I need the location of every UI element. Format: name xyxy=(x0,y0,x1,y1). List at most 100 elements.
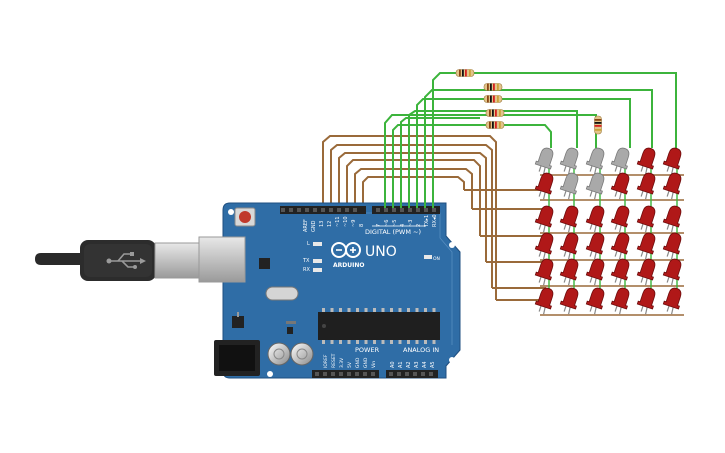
analog-pin-label: A2 xyxy=(406,361,412,368)
resistor[interactable] xyxy=(483,83,503,91)
matrix-led[interactable] xyxy=(661,204,684,234)
header-hole xyxy=(392,208,396,212)
matrix-led[interactable] xyxy=(584,286,607,316)
matrix-led[interactable] xyxy=(609,257,632,287)
matrix-led[interactable] xyxy=(635,171,658,201)
chip-pins xyxy=(322,308,436,344)
analog-pin-label: A0 xyxy=(390,361,396,368)
matrix-led[interactable] xyxy=(661,231,684,261)
matrix-led[interactable] xyxy=(661,171,684,201)
header-hole xyxy=(400,208,404,212)
matrix-led[interactable] xyxy=(609,231,632,261)
brown-wire xyxy=(354,168,473,209)
matrix-led[interactable] xyxy=(558,257,581,287)
digital-pin-label: 8 xyxy=(359,224,365,227)
matrix-led[interactable] xyxy=(584,204,607,234)
matrix-led[interactable] xyxy=(533,204,556,234)
led-matrix[interactable] xyxy=(533,146,684,316)
matrix-led[interactable] xyxy=(558,146,581,176)
resistor[interactable] xyxy=(483,95,503,103)
header-hole xyxy=(289,208,293,212)
matrix-led[interactable] xyxy=(533,146,556,176)
matrix-led[interactable] xyxy=(609,171,632,201)
small-resistor xyxy=(286,321,296,324)
analog-pin-label: A5 xyxy=(430,361,436,368)
tx-led xyxy=(313,259,322,263)
header-hole xyxy=(313,208,317,212)
digital-pin-label: 7 xyxy=(376,224,382,227)
digital-pin-label: ~6 xyxy=(384,220,390,227)
usb-plug-icon[interactable] xyxy=(35,236,246,283)
header-hole xyxy=(345,208,349,212)
usb-chip xyxy=(259,258,270,269)
matrix-led[interactable] xyxy=(558,204,581,234)
resistor[interactable] xyxy=(485,121,505,129)
matrix-led[interactable] xyxy=(558,171,581,201)
digital-pin-label: ~9 xyxy=(351,220,357,227)
resistor[interactable] xyxy=(455,69,475,77)
matrix-led[interactable] xyxy=(533,171,556,201)
matrix-led[interactable] xyxy=(533,257,556,287)
matrix-led[interactable] xyxy=(609,286,632,316)
matrix-led[interactable] xyxy=(533,286,556,316)
power-pin-label: IOREF xyxy=(323,354,329,368)
analog-pin-label: A3 xyxy=(414,361,420,368)
matrix-led[interactable] xyxy=(635,286,658,316)
green-wire xyxy=(400,117,480,208)
matrix-led[interactable] xyxy=(661,286,684,316)
matrix-led[interactable] xyxy=(635,204,658,234)
small-component xyxy=(287,327,293,334)
matrix-led[interactable] xyxy=(584,146,607,176)
capacitor-right xyxy=(290,342,314,366)
matrix-led[interactable] xyxy=(609,146,632,176)
matrix-led[interactable] xyxy=(584,171,607,201)
matrix-led[interactable] xyxy=(635,146,658,176)
digital-pin-label: ~3 xyxy=(408,220,414,227)
matrix-led[interactable] xyxy=(558,231,581,261)
matrix-led[interactable] xyxy=(584,231,607,261)
on-led xyxy=(424,255,432,259)
digital-pin-label: ~10 xyxy=(343,216,349,227)
mounting-hole xyxy=(267,371,273,377)
mounting-hole xyxy=(449,357,455,363)
digital-pin-label: 12 xyxy=(327,221,333,227)
matrix-led[interactable] xyxy=(635,231,658,261)
matrix-led[interactable] xyxy=(635,257,658,287)
analog-pin-label: A1 xyxy=(398,361,404,368)
header-hole xyxy=(329,208,333,212)
header-hole xyxy=(337,208,341,212)
matrix-led[interactable] xyxy=(558,286,581,316)
board-model-text: UNO xyxy=(365,244,397,260)
resistor[interactable] xyxy=(485,109,505,117)
power-pin-label: GND xyxy=(363,357,369,368)
green-wire-group xyxy=(384,72,677,208)
resistor[interactable] xyxy=(594,115,602,135)
header-hole xyxy=(424,208,428,212)
matrix-led[interactable] xyxy=(609,204,632,234)
digital-pin-label: 13 xyxy=(319,221,325,227)
matrix-led[interactable] xyxy=(533,231,556,261)
digital-pin-label: 2 xyxy=(416,224,422,227)
brown-wire xyxy=(330,144,493,288)
on-label: ON xyxy=(433,256,440,262)
matrix-led[interactable] xyxy=(661,257,684,287)
power-header xyxy=(312,370,379,378)
mounting-hole xyxy=(228,209,234,215)
digital-pin-label: TX▸1 xyxy=(424,215,430,228)
header-hole xyxy=(408,208,412,212)
matrix-led[interactable] xyxy=(661,146,684,176)
rx-led xyxy=(313,268,322,272)
green-wire xyxy=(408,110,578,208)
reset-button-icon[interactable] xyxy=(234,207,256,227)
matrix-led[interactable] xyxy=(584,257,607,287)
digital-pin-label: AREF xyxy=(303,219,309,232)
digital-pin-holes xyxy=(281,208,436,212)
header-hole xyxy=(376,208,380,212)
header-hole xyxy=(416,208,420,212)
digital-header-label: DIGITAL (PWM ~) xyxy=(365,228,421,236)
power-pin-label: 3.3V xyxy=(339,357,345,368)
digital-pin-label: GND xyxy=(311,220,317,232)
